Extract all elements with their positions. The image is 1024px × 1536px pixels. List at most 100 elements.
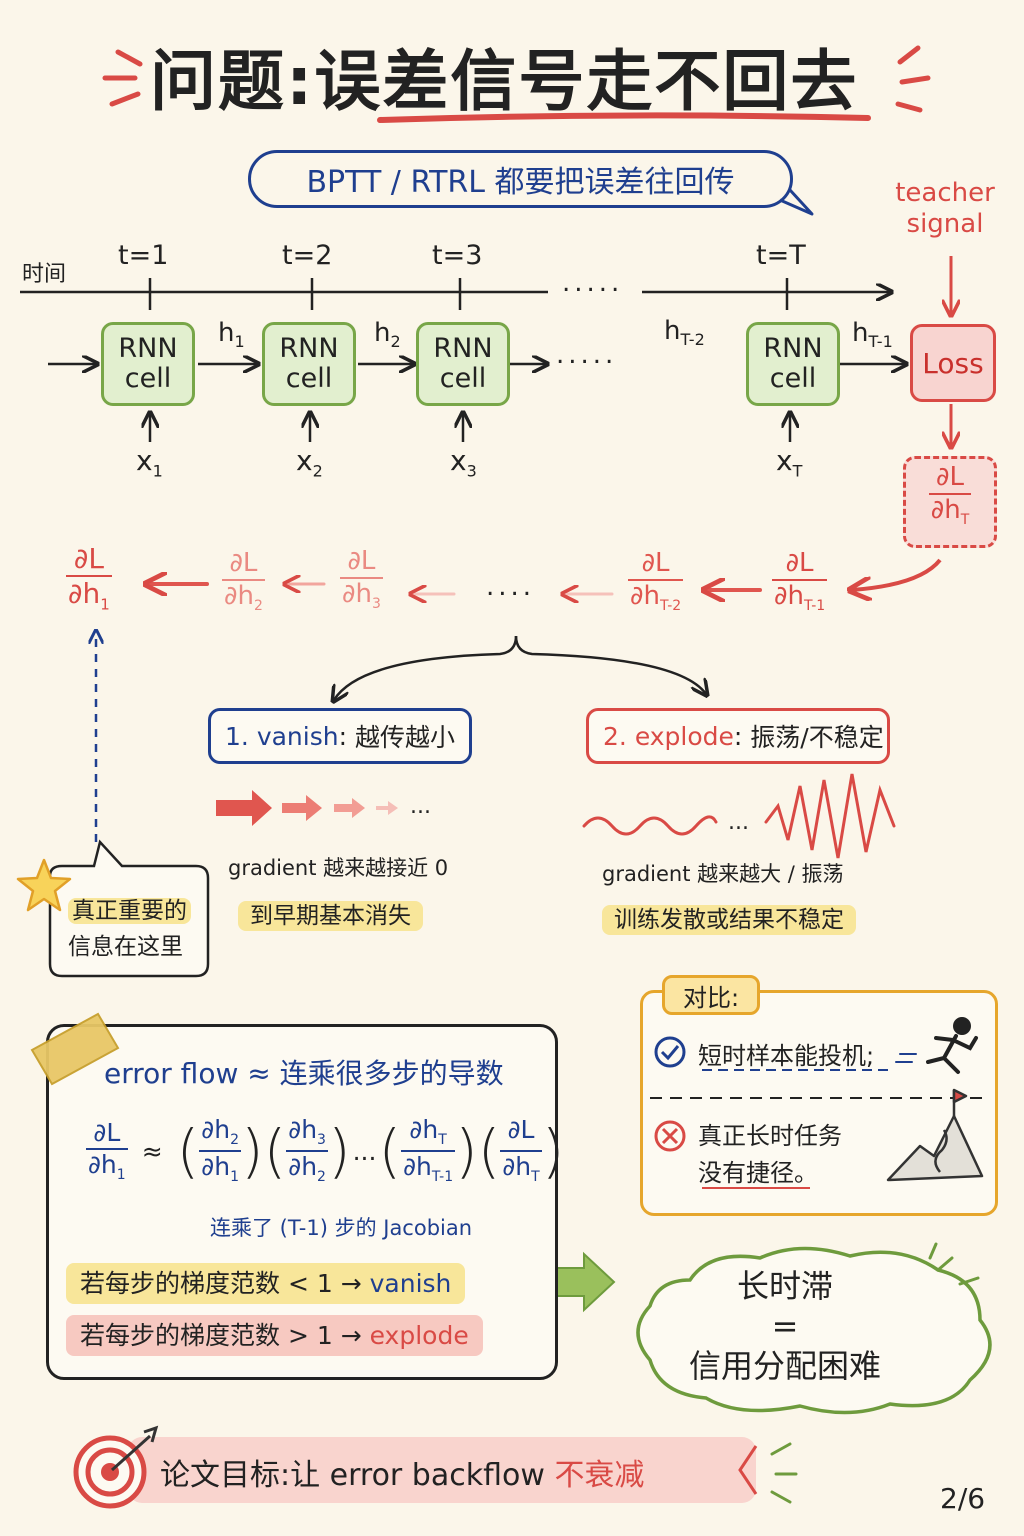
time-axis-label: 时间 — [22, 262, 67, 287]
page-number: 2/6 — [940, 1482, 986, 1515]
title-prefix: 问题: — [150, 43, 315, 120]
teacher-line1: teacher — [895, 178, 995, 208]
conclusion-cloud-shape — [636, 1242, 992, 1415]
mountain-flag-icon — [886, 1088, 984, 1182]
conclusion-text: 长时滞 = 信用分配困难 — [660, 1266, 910, 1386]
rnn-cell-line2: cell — [439, 363, 487, 394]
vanish-word: vanish — [256, 721, 339, 751]
teacher-signal-label: teacher signal — [880, 178, 1010, 240]
explode-number: 2. — [603, 721, 627, 751]
dL-dhT-fraction: ∂L∂hT — [928, 462, 972, 529]
tick-label: t=1 — [118, 240, 169, 271]
back-grad-2: ∂L∂h2 — [222, 548, 265, 615]
loss-box: Loss — [910, 324, 996, 402]
title-decoration — [102, 45, 931, 216]
conclusion-eq: = — [771, 1307, 799, 1345]
title-main: 误差信号走不回去 — [314, 43, 859, 120]
subtitle-text: BPTT / RTRL 都要把误差往回传 — [306, 165, 735, 200]
explode-desc: 振荡/不稳定 — [750, 723, 884, 752]
rnn-cell-line1: RNN — [763, 333, 823, 365]
rnn-cell-line2: cell — [285, 363, 333, 394]
dL-dhT-box — [903, 456, 997, 548]
hidden-state-label: h2 — [374, 318, 401, 352]
explode-box: 2. explode: 振荡/不稳定 — [586, 708, 890, 764]
goal-prefix: 论文目标:让 error backflow — [160, 1458, 545, 1493]
formula-factor: ∂L∂hT — [500, 1115, 542, 1185]
formula-factor: ∂h2∂h1 — [199, 1115, 241, 1185]
formula-factor: ∂h3∂h2 — [286, 1115, 328, 1185]
vanish-number: 1. — [225, 721, 249, 751]
back-grad-T-1: ∂L∂hT-1 — [772, 548, 828, 615]
cells-ellipsis: ..... — [556, 340, 618, 370]
vanish-desc: 越传越小 — [354, 723, 455, 752]
explode-ellipsis: ... — [728, 810, 749, 835]
conclusion-line2: 信用分配困难 — [688, 1347, 881, 1385]
loss-label: Loss — [922, 346, 984, 380]
conclusion-line1: 长时滞 — [736, 1267, 833, 1305]
subtitle-bubble: BPTT / RTRL 都要把误差往回传 — [248, 150, 793, 208]
compare-bad: 真正长时任务 没有捷径。 — [698, 1118, 842, 1192]
back-grad-1: ∂L∂h1 — [66, 542, 112, 614]
page-title: 问题:误差信号走不回去 — [150, 28, 874, 120]
vanish-ellipsis: ... — [410, 794, 431, 819]
runner-icon — [895, 1017, 978, 1074]
back-grad-3: ∂L∂h3 — [340, 546, 383, 613]
brace-note: 连乘了 (T-1) 步的 Jacobian — [210, 1216, 473, 1240]
tick-label: t=3 — [432, 240, 483, 271]
vanish-box: 1. vanish: 越传越小 — [208, 708, 472, 764]
goal-graphics — [73, 1425, 798, 1509]
cross-circle-icon — [654, 1120, 686, 1152]
input-label: x2 — [296, 444, 323, 481]
rule-vanish: 若每步的梯度范数 < 1 → vanish — [66, 1263, 466, 1304]
hidden-state-label: hT-1 — [852, 318, 893, 352]
goal-emphasis: 不衰减 — [554, 1458, 645, 1493]
back-grad-T-2: ∂L∂hT-2 — [628, 548, 684, 615]
rnn-cell-line1: RNN — [279, 333, 339, 365]
compare-tab: 对比: — [662, 975, 761, 1015]
hidden-state-label: hT-2 — [664, 316, 705, 350]
compare-graphics — [650, 1017, 988, 1189]
vanish-caption: gradient 越来越接近 0 — [228, 856, 449, 880]
note-line2: 信息在这里 — [68, 933, 183, 960]
rnn-cell-line1: RNN — [433, 333, 493, 365]
rnn-cell-line2: cell — [769, 363, 817, 394]
explode-caption: gradient 越来越大 / 振荡 — [602, 862, 844, 886]
goal-text: 论文目标:让 error backflow 不衰减 — [160, 1450, 644, 1494]
target-icon — [73, 1425, 159, 1509]
goal-strip — [128, 1437, 756, 1503]
rule-explode: 若每步的梯度范数 > 1 → explode — [66, 1315, 483, 1356]
formula-lhs: ∂L∂h1 — [86, 1117, 128, 1183]
error-flow-heading: error flow ≈ 连乘很多步的导数 — [104, 1057, 504, 1090]
formula-factor: ∂hT∂hT-1 — [401, 1115, 456, 1185]
tick-label: t=2 — [282, 240, 333, 271]
tape-icon — [30, 1012, 120, 1086]
explode-highlight: 训练发散或结果不稳定 — [602, 900, 856, 935]
star-icon — [16, 858, 72, 912]
explode-word: explode — [634, 721, 734, 751]
input-label: x1 — [136, 444, 163, 481]
error-flow-heading-cn: 连乘很多步的导数 — [279, 1057, 504, 1090]
check-circle-icon — [654, 1036, 686, 1068]
product-formula: ∂L∂h1 ≈ ( ∂h2∂h1 )( ∂h3∂h2 ) ... ( ∂hT∂h… — [86, 1115, 565, 1185]
hidden-state-label: h1 — [218, 318, 245, 352]
error-flow-heading-en: error flow — [104, 1057, 239, 1090]
rnn-cell-line1: RNN — [118, 333, 178, 365]
tick-label: t=T — [756, 240, 806, 271]
input-label: xT — [776, 444, 803, 481]
axis-ellipsis: ..... — [562, 268, 624, 298]
input-label: x3 — [450, 444, 477, 481]
teacher-line2: signal — [906, 209, 984, 240]
compare-bad-line2: 没有捷径。 — [698, 1159, 818, 1188]
vanish-highlight: 到早期基本消失 — [238, 896, 423, 931]
compare-good: 短时样本能投机; — [698, 1042, 875, 1070]
important-note: 真正重要的 信息在这里 — [68, 894, 191, 965]
back-ellipsis: .... — [486, 572, 536, 602]
compare-bad-line1: 真正长时任务 — [698, 1122, 842, 1150]
note-line1: 真正重要的 — [68, 898, 191, 924]
rnn-cell-line2: cell — [124, 363, 172, 394]
